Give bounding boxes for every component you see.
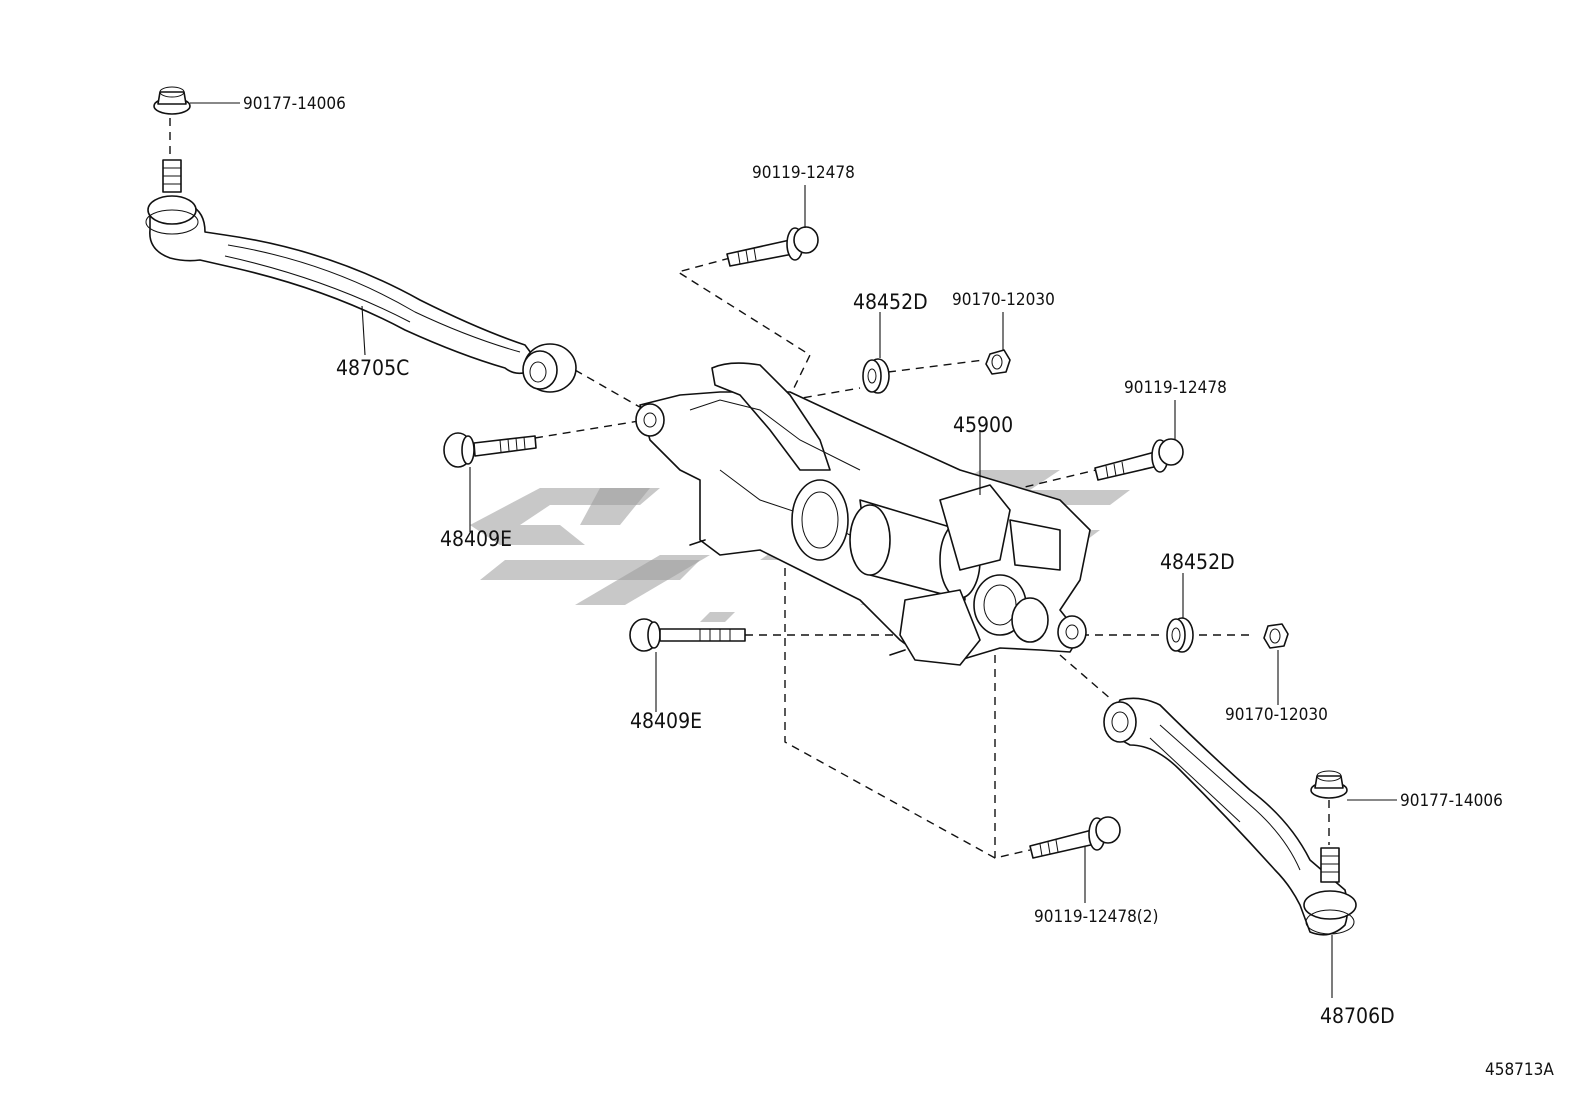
label-45900: 45900 — [953, 413, 1013, 437]
nut-top-left — [153, 86, 191, 115]
label-90170-12030-top: 90170-12030 — [952, 290, 1055, 310]
nut-top — [985, 349, 1011, 375]
leader-lines — [190, 102, 1397, 998]
tie-rod-left — [145, 159, 577, 393]
figure-code: 458713A — [1485, 1060, 1554, 1080]
washer-right — [1166, 617, 1194, 653]
nut-right — [1310, 770, 1348, 799]
label-48409e-lower: 48409E — [630, 709, 702, 733]
bolt-bottom — [1029, 816, 1121, 859]
nut-right-small — [1263, 623, 1289, 649]
bush-bolt-upper — [443, 432, 537, 468]
bush-bolt-lower — [629, 618, 746, 652]
label-90177-14006-left: 90177-14006 — [243, 94, 346, 114]
bolt-top — [726, 226, 819, 267]
label-48452d-top: 48452D — [853, 290, 928, 314]
label-90170-12030-right: 90170-12030 — [1225, 705, 1328, 725]
label-48705c: 48705C — [336, 356, 409, 380]
tie-rod-right — [1103, 697, 1357, 936]
label-90177-14006-right: 90177-14006 — [1400, 791, 1503, 811]
label-48409e-upper: 48409E — [440, 527, 512, 551]
steering-gear-assembly — [635, 362, 1091, 666]
label-90119-12478-bottom: 90119-12478(2) — [1034, 907, 1158, 927]
label-90119-12478-top: 90119-12478 — [752, 163, 855, 183]
washer-top — [862, 358, 890, 394]
part-labels: 90177-14006 90177-14006 48705C 48706D 90… — [243, 94, 1554, 1080]
label-48452d-right: 48452D — [1160, 550, 1235, 574]
label-48706d: 48706D — [1320, 1004, 1395, 1028]
label-90119-12478-right: 90119-12478 — [1124, 378, 1227, 398]
bolt-right — [1094, 438, 1184, 481]
